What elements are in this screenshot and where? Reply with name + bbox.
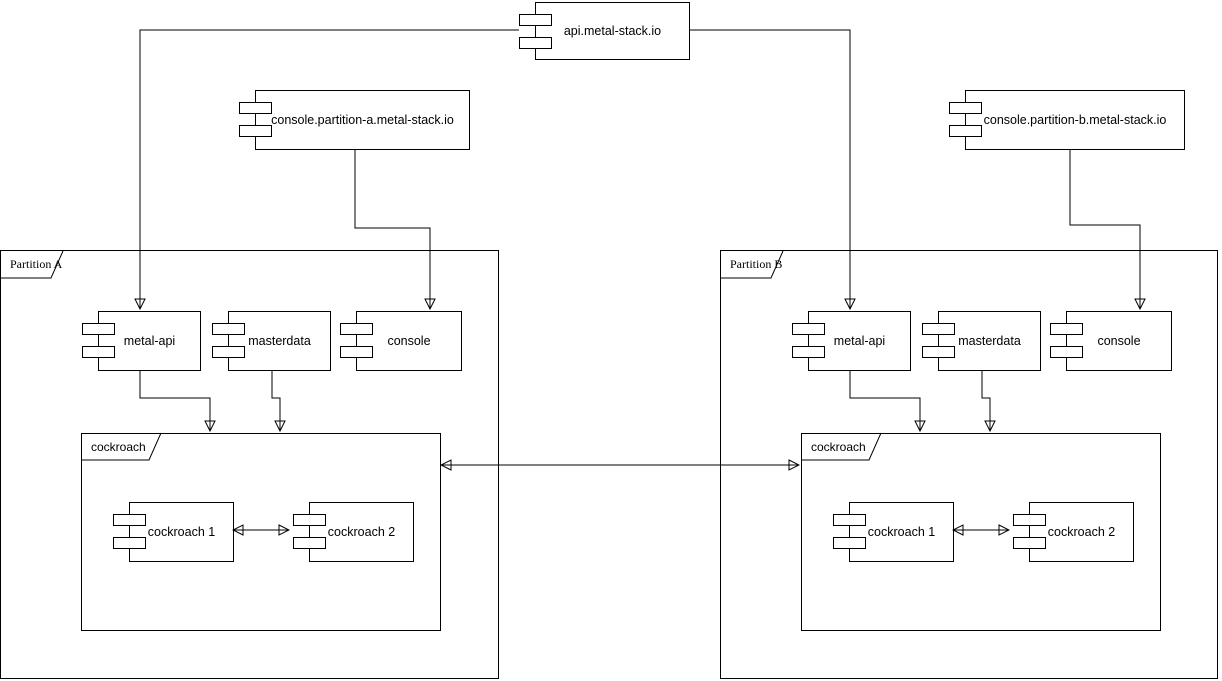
component-console-a: console [340,311,462,371]
uml-component-icon-bar [833,537,866,549]
component-label: api.metal-stack.io [563,24,662,38]
uml-component-icon-bar [113,537,146,549]
partition-a-frame: Partition A metal-api masterdata console… [0,250,499,679]
component-cockroach2-a: cockroach 2 [293,502,414,562]
component-label: console.partition-b.metal-stack.io [983,113,1167,127]
uml-component-icon-bar [82,323,115,335]
partition-b-label: Partition B [730,257,783,271]
component-masterdata-a: masterdata [212,311,331,371]
component-label: console [387,334,431,348]
cockroach-label-b: cockroach [811,440,866,454]
component-label: masterdata [958,334,1021,348]
component-metal-api-a: metal-api [82,311,201,371]
uml-component-icon-bar [519,37,552,49]
uml-component-icon-bar [340,346,373,358]
component-label: cockroach 1 [147,525,216,539]
uml-component-icon-bar [792,323,825,335]
component-label: metal-api [833,334,886,348]
uml-component-icon-bar [293,514,326,526]
component-console-partition-a: console.partition-a.metal-stack.io [239,90,470,150]
uml-component-icon-bar [239,102,272,114]
cockroach-frame-b: cockroach cockroach 1 cockroach 2 [801,433,1161,631]
uml-component-icon-bar [1050,323,1083,335]
uml-component-icon-bar [1050,346,1083,358]
uml-component-icon-bar [212,323,245,335]
component-metal-api-b: metal-api [792,311,911,371]
partition-a-label: Partition A [10,257,63,271]
component-label: console [1097,334,1141,348]
partition-b-frame: Partition B metal-api masterdata console… [720,250,1218,679]
component-cockroach2-b: cockroach 2 [1013,502,1134,562]
component-label: masterdata [248,334,311,348]
component-cockroach1-a: cockroach 1 [113,502,234,562]
uml-component-icon-bar [949,125,982,137]
component-console-b: console [1050,311,1172,371]
cockroach-frame-a: cockroach cockroach 1 cockroach 2 [81,433,441,631]
uml-component-icon-bar [922,323,955,335]
uml-component-icon-bar [1013,514,1046,526]
component-label: cockroach 1 [867,525,936,539]
component-masterdata-b: masterdata [922,311,1041,371]
uml-component-icon-bar [1013,537,1046,549]
uml-component-icon-bar [792,346,825,358]
uml-component-icon-bar [293,537,326,549]
uml-component-icon-bar [949,102,982,114]
component-api: api.metal-stack.io [519,2,690,60]
cockroach-label-a: cockroach [91,440,146,454]
uml-component-icon-bar [922,346,955,358]
component-label: cockroach 2 [327,525,396,539]
uml-component-icon-bar [340,323,373,335]
uml-component-icon-bar [82,346,115,358]
uml-component-icon-bar [239,125,272,137]
component-label: metal-api [123,334,176,348]
component-console-partition-b: console.partition-b.metal-stack.io [949,90,1185,150]
uml-component-icon-bar [212,346,245,358]
uml-component-icon-bar [833,514,866,526]
uml-component-icon-bar [113,514,146,526]
component-cockroach1-b: cockroach 1 [833,502,954,562]
component-label: console.partition-a.metal-stack.io [271,113,454,127]
component-label: cockroach 2 [1047,525,1116,539]
uml-component-icon-bar [519,14,552,26]
